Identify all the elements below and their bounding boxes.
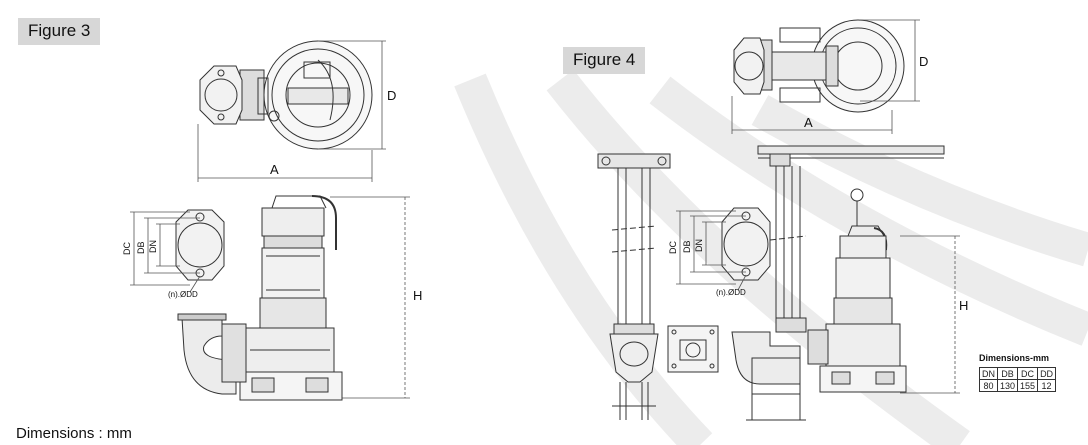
table-cell-dn: 80 xyxy=(979,379,998,392)
dimensions-table-header-row: DN DB DC DD xyxy=(979,367,1057,380)
table-header-dc: DC xyxy=(1017,367,1039,380)
fig4-dim-dc-label: DC xyxy=(668,241,678,254)
fig4-base-plate xyxy=(667,325,719,373)
table-cell-dc: 155 xyxy=(1017,379,1039,392)
fig4-dimension-lines xyxy=(731,19,960,394)
fig3-dim-dc-label: DC xyxy=(122,242,132,255)
fig4-flange-dimensions xyxy=(676,210,747,291)
table-row: 80 130 155 12 xyxy=(979,379,1057,392)
fig3-bolt-label: (n).ØDD xyxy=(168,290,198,299)
fig4-dim-dn-label: DN xyxy=(694,239,704,252)
fig4-dim-a-label: A xyxy=(804,115,813,130)
table-header-dn: DN xyxy=(979,367,998,380)
table-header-db: DB xyxy=(996,367,1019,380)
fig3-top-view xyxy=(199,40,373,150)
table-header-dd: DD xyxy=(1037,367,1057,380)
fig3-dim-h-label: H xyxy=(413,288,422,303)
fig4-pump-side-view xyxy=(731,188,907,421)
fig4-dim-h-label: H xyxy=(959,298,968,313)
diagram-labels: A D H DC DB DN (n).ØDD A D H DC DB DN (n… xyxy=(122,54,968,313)
fig3-pump-side-view xyxy=(177,195,343,401)
fig4-dim-db-label: DB xyxy=(682,240,692,253)
table-cell-db: 130 xyxy=(996,379,1019,392)
table-cell-dd: 12 xyxy=(1037,379,1057,392)
fig4-top-view xyxy=(733,19,905,113)
fig4-top-bracket xyxy=(757,145,945,320)
dimensions-caption: Dimensions : mm xyxy=(16,425,132,442)
fig3-flange-detail xyxy=(175,209,225,281)
fig3-dim-a-label: A xyxy=(270,162,279,177)
fig3-dim-dn-label: DN xyxy=(148,240,158,253)
fig4-guide-rail-front xyxy=(597,153,671,420)
fig4-bolt-label: (n).ØDD xyxy=(716,288,746,297)
fig3-flange-dimensions xyxy=(130,211,201,293)
fig3-dimension-lines xyxy=(197,40,410,399)
fig3-dim-d-label: D xyxy=(387,88,396,103)
fig4-dim-d-label: D xyxy=(919,54,928,69)
fig3-dim-db-label: DB xyxy=(136,241,146,254)
figure-4-label: Figure 4 xyxy=(563,47,646,74)
figure-3-label: Figure 3 xyxy=(18,18,101,45)
fig4-flange-detail xyxy=(721,207,771,281)
dimensions-table-title: Dimensions-mm xyxy=(979,353,1050,363)
dimensions-table: DN DB DC DD 80 130 155 12 xyxy=(979,367,1057,392)
